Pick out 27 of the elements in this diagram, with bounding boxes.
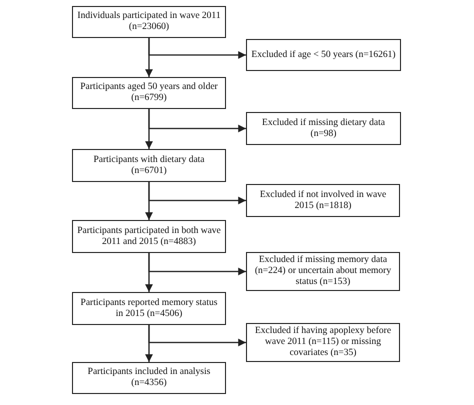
- arrow: [148, 253, 246, 276]
- exclusion-box: [246, 112, 401, 145]
- box-text: Excluded if missing dietary data (n=98): [261, 118, 386, 140]
- box-text: Participants aged 50 years and older (n=6799): [79, 82, 219, 104]
- process-box: [72, 77, 226, 109]
- process-box: [72, 6, 226, 38]
- process-box: [72, 220, 226, 253]
- box-text: Participants with dietary data (n=6701): [92, 154, 206, 176]
- process-box: [72, 149, 226, 182]
- arrow: [148, 109, 246, 132]
- box-text: Excluded if missing memory data (n=224) or uncertain about memory status (n=153): [254, 255, 392, 288]
- box-text: Excluded if having apoplexy before wave 2011 (n=115) or missing covariates (n=35): [254, 326, 392, 359]
- exclusion-box: [246, 323, 400, 362]
- arrow: [148, 182, 246, 204]
- exclusion-box: [246, 252, 400, 291]
- box-text: Individuals participated in wave 2011 (n=23060): [76, 11, 222, 33]
- box-text: Excluded if age < 50 years (n=16261): [251, 50, 396, 60]
- process-box: [72, 362, 226, 394]
- arrow: [148, 325, 246, 346]
- box-text: Participants participated in both wave 2011 and 2015 (n=4883): [76, 226, 222, 248]
- exclusion-box: [246, 39, 401, 71]
- exclusion-box: [246, 184, 400, 217]
- arrow: [148, 38, 246, 59]
- box-text: Excluded if not involved in wave 2015 (n=1818): [258, 190, 388, 212]
- process-box: [72, 292, 226, 325]
- box-text: Participants included in analysis (n=4356): [86, 367, 212, 389]
- box-text: Participants reported memory status in 2015 (n=4506): [80, 298, 218, 320]
